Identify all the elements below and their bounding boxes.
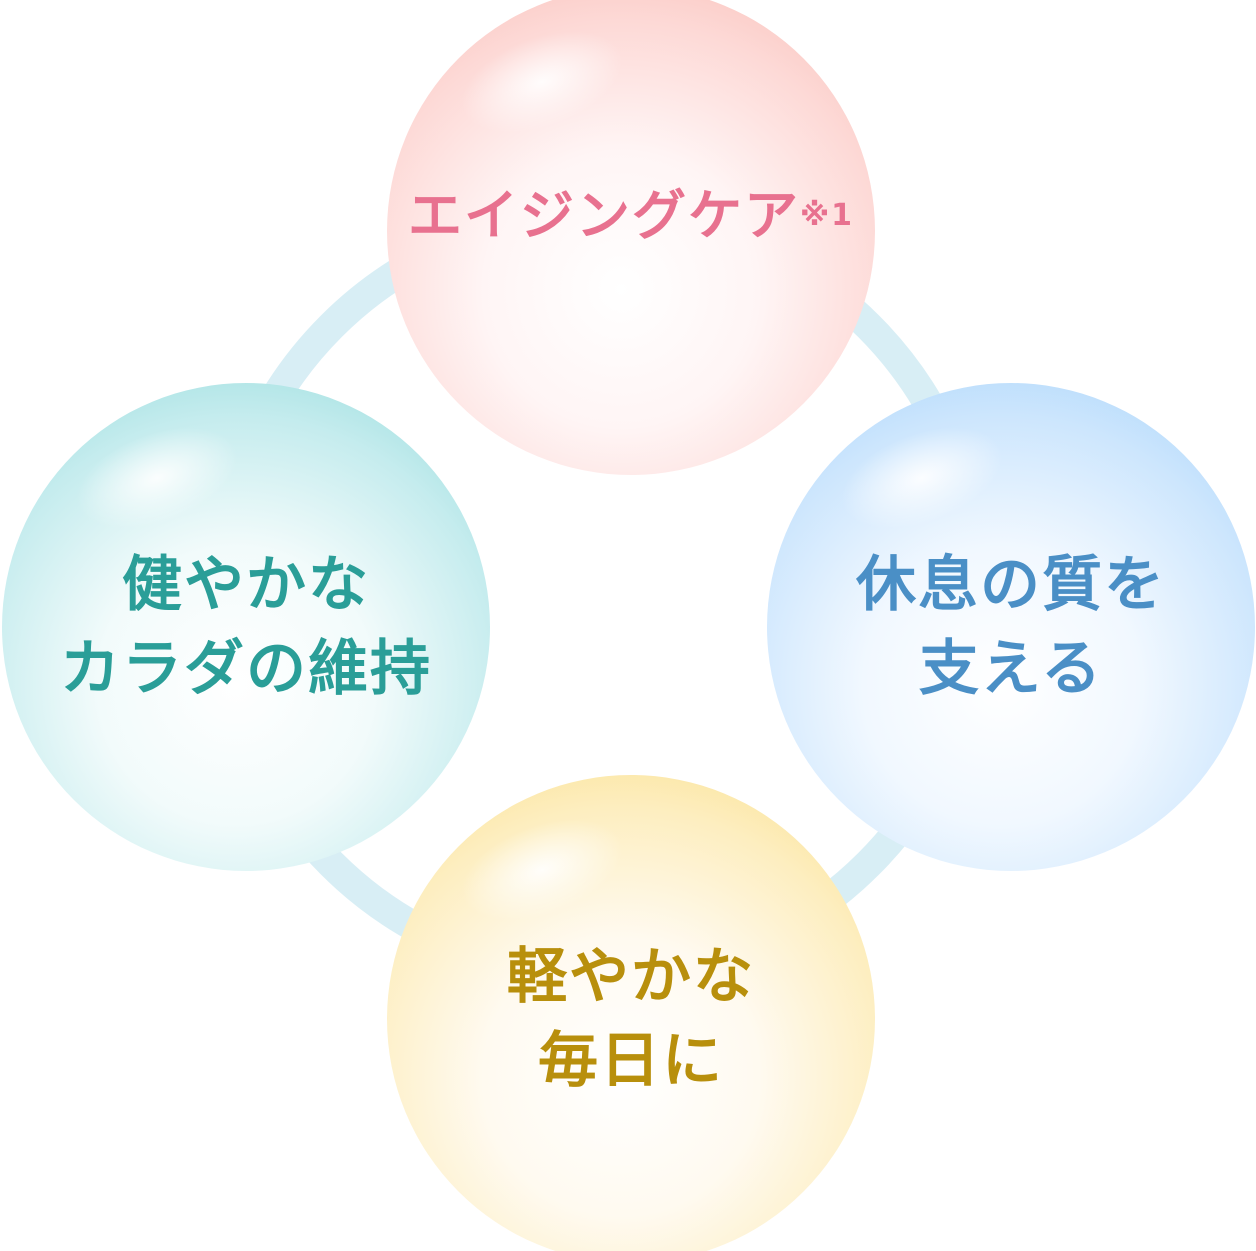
bubble-label-line2: 毎日に (538, 1026, 724, 1096)
bubble-aging-care: エイジングケア※1 (387, 0, 875, 475)
bubble-label: エイジングケア※1 (408, 174, 854, 258)
bubble-label-line2: 支える (918, 634, 1104, 704)
footnote-mark: ※1 (799, 198, 855, 233)
bubble-label-line2: カラダの維持 (60, 634, 432, 704)
bubble-light-days: 軽やかな 毎日に (387, 775, 875, 1251)
bubble-rest-quality: 休息の質を 支える (767, 383, 1255, 871)
bubble-label-line1: 休息の質を (856, 550, 1166, 620)
bubble-highlight (446, 10, 638, 154)
bubble-healthy-body: 健やかな カラダの維持 (2, 383, 490, 871)
label-text: エイジングケア (407, 184, 800, 247)
bubble-label-line1: 健やかな (122, 550, 370, 620)
bubble-highlight (61, 406, 253, 550)
bubble-label-line1: 軽やかな (507, 942, 755, 1012)
